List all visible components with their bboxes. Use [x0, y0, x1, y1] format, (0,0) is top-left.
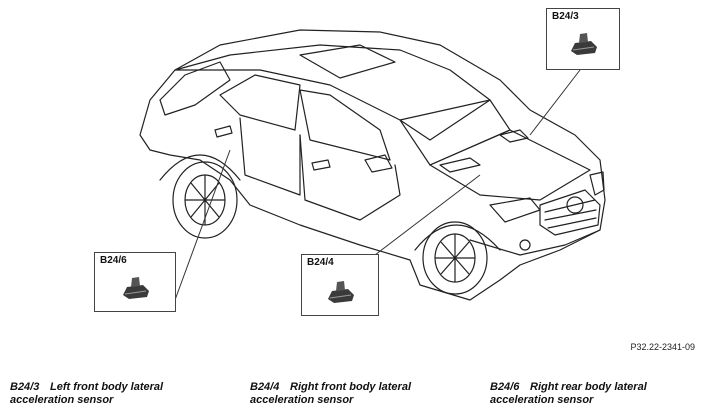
rear-wheel-spokes — [185, 175, 225, 225]
rear-wheel-arch — [159, 154, 241, 181]
callout-label: B24/6 — [100, 255, 127, 266]
callout-box-b24-4: B24/4 — [301, 254, 379, 316]
legend-item-b24-4: B24/4 Right front body lateral accelerati… — [250, 381, 411, 407]
legend-code: B24/4 — [250, 381, 280, 393]
vehicle-body-outline — [139, 29, 606, 301]
legend-desc-line1: Right front body lateral — [290, 381, 411, 393]
door-handle-rear — [214, 125, 233, 138]
rear-window — [159, 61, 231, 116]
figure-reference-code: P32.22-2341-09 — [630, 342, 695, 352]
vehicle-roof — [174, 44, 491, 141]
hood-vent — [439, 157, 481, 173]
headlight-right — [589, 171, 605, 196]
legend-desc-line2: acceleration sensor — [10, 394, 114, 406]
callout-label: B24/4 — [307, 257, 334, 268]
leader-line-b24-3 — [529, 69, 581, 136]
windshield — [399, 99, 511, 166]
front-side-window — [299, 89, 391, 161]
rear-side-window — [219, 74, 301, 131]
grille — [539, 189, 601, 236]
hood-vent-front — [499, 129, 529, 143]
callout-box-b24-6: B24/6 — [94, 252, 176, 312]
sensor-icon — [328, 281, 354, 303]
callout-label: B24/3 — [552, 11, 579, 22]
front-door — [299, 134, 401, 221]
front-wheel-arch — [414, 224, 501, 251]
legend-code: B24/3 — [10, 381, 40, 393]
legend-item-b24-6: B24/6 Right rear body lateral acceleratio… — [490, 381, 647, 407]
bumper — [469, 229, 601, 256]
legend-desc-line2: acceleration sensor — [250, 394, 354, 406]
sensor-icon — [571, 33, 597, 55]
brand-emblem — [566, 196, 584, 214]
front-wheel — [422, 221, 488, 295]
rear-door — [239, 117, 301, 196]
vehicle-sunroof — [299, 44, 396, 79]
legend-desc-line1: Left front body lateral — [50, 381, 164, 393]
rear-wheel — [172, 161, 238, 239]
grille-bar — [544, 199, 597, 229]
door-handle-front — [311, 159, 331, 171]
legend-code: B24/6 — [490, 381, 520, 393]
front-wheel-spokes — [435, 234, 475, 282]
legend-desc-line1: Right rear body lateral — [530, 381, 647, 393]
legend-item-b24-3: B24/3 Left front body lateral acceleratio… — [10, 381, 163, 407]
leader-line-b24-4 — [374, 174, 481, 256]
leader-line-b24-6 — [174, 149, 231, 301]
side-mirror — [364, 154, 393, 173]
callout-box-b24-3: B24/3 — [546, 8, 620, 70]
legend-desc-line2: acceleration sensor — [490, 394, 594, 406]
hood — [429, 129, 591, 201]
sensor-icon — [123, 277, 149, 299]
headlight-left — [489, 197, 541, 223]
fog-light — [519, 239, 531, 251]
